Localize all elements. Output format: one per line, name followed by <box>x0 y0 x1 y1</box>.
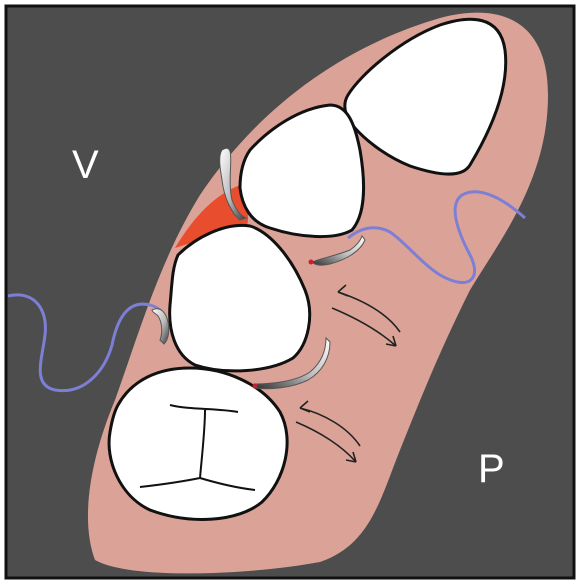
vestibular-label: V <box>72 143 99 187</box>
tooth-premolar-lower <box>109 368 287 519</box>
needle-tip <box>253 384 258 389</box>
needle-tip <box>309 260 314 265</box>
palatal-label: P <box>478 447 505 491</box>
